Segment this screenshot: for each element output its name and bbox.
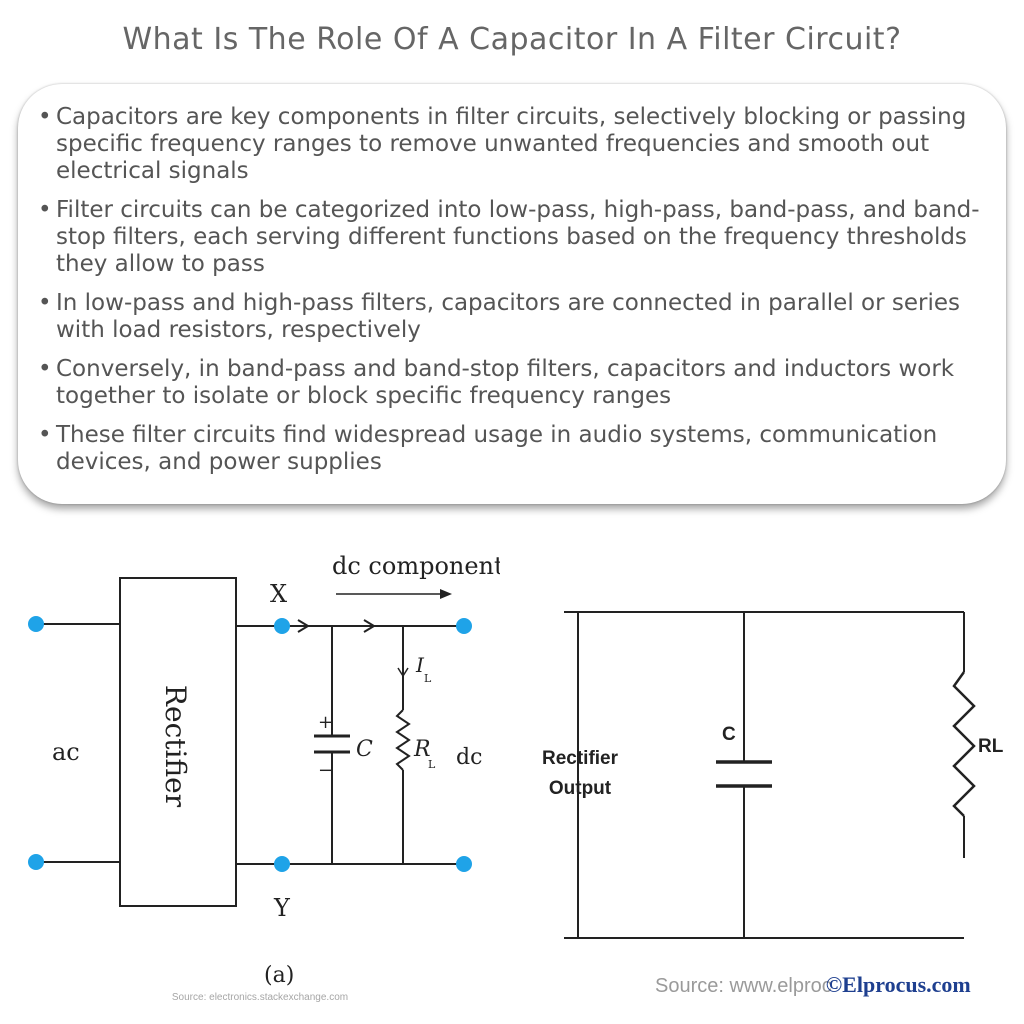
rectifier-filter-diagram: ac Rectifier X Y dc component I L + − C … [28, 552, 500, 988]
arrow-head [440, 589, 452, 599]
resistor-label: RL [978, 736, 1004, 757]
bullet-item: • In low-pass and high-pass filters, cap… [38, 290, 998, 344]
rectifier-output-label-line2: Output [549, 778, 612, 799]
terminal-dc-top [456, 618, 472, 634]
resistor-subscript: L [428, 758, 436, 771]
dc-component-label: dc component [332, 552, 500, 580]
bullet-dot: • [38, 422, 52, 448]
bullet-item: • Filter circuits can be categorized int… [38, 197, 998, 278]
node-x-label: X [270, 580, 287, 608]
bullet-item: • Conversely, in band-pass and band-stop… [38, 356, 998, 410]
current-subscript: L [424, 672, 432, 685]
page-title: What Is The Role Of A Capacitor In A Fil… [122, 22, 902, 57]
terminal-ac-top [28, 616, 44, 632]
capacitor-label: C [722, 724, 736, 745]
figure-caption: (a) [264, 963, 294, 988]
bullet-card [18, 84, 1006, 504]
terminal-dc-bottom [456, 856, 472, 872]
node-y-label: Y [273, 894, 291, 922]
source-credit-a: Source: electronics.stackexchange.com [171, 992, 349, 1003]
bullet-dot: • [38, 104, 52, 130]
source-credit-b: Source: www.elproc©Elprocus.com [655, 972, 971, 998]
rectifier-label: Rectifier [159, 685, 192, 808]
current-label: I [415, 653, 425, 677]
capacitor-filter-diagram: Rectifier Output C RL [542, 611, 1004, 939]
source-prefix: Source: www.elproc [655, 975, 832, 997]
bullet-dot: • [38, 197, 52, 223]
dc-output-label: dc [456, 745, 482, 770]
bullet-dot: • [38, 290, 52, 316]
capacitor-label: C [356, 737, 373, 762]
bullet-item: • Capacitors are key components in filte… [38, 104, 998, 185]
wires [564, 611, 976, 939]
terminal-y [274, 856, 290, 872]
cap-plus-sign: + [318, 712, 333, 733]
bullet-text: These filter circuits find widespread us… [56, 422, 938, 475]
bullet-dot: • [38, 356, 52, 382]
ac-label: ac [52, 738, 80, 766]
bullet-item: • These filter circuits find widespread … [38, 422, 998, 476]
elprocus-brand: ©Elprocus.com [825, 972, 971, 997]
rectifier-output-label-line1: Rectifier [542, 748, 619, 769]
resistor-label: R [413, 737, 431, 762]
bullet-text: Conversely, in band-pass and band-stop f… [56, 356, 955, 409]
bullet-text: In low-pass and high-pass filters, capac… [56, 290, 960, 343]
bullet-list: • Capacitors are key components in filte… [38, 104, 998, 488]
wires [36, 577, 464, 907]
cap-minus-sign: − [318, 760, 333, 781]
bullet-text: Filter circuits can be categorized into … [56, 197, 980, 277]
terminal-ac-bottom [28, 854, 44, 870]
terminal-x [274, 618, 290, 634]
bullet-text: Capacitors are key components in filter … [56, 104, 967, 184]
